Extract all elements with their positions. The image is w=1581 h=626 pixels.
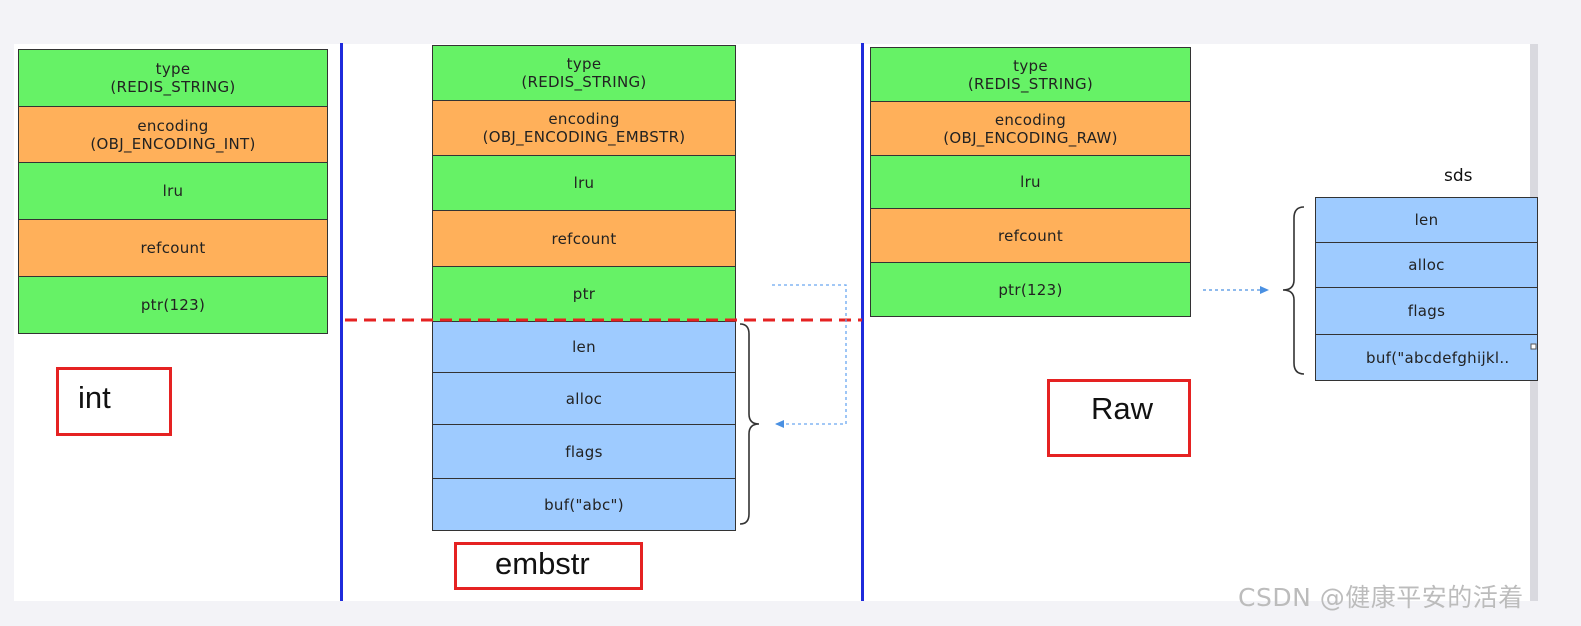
embstr-ptr-arrow: [772, 284, 847, 428]
selection-handle[interactable]: [1530, 343, 1537, 350]
int-label-box: int: [56, 367, 172, 436]
sds-flags-cell: flags: [1315, 287, 1538, 335]
raw-encoding-cell: encoding (OBJ_ENCODING_RAW): [870, 101, 1191, 156]
embstr-buf-cell: buf("abc"): [432, 478, 736, 531]
embstr-flags-cell: flags: [432, 424, 736, 479]
sds-len-cell: len: [1315, 197, 1538, 243]
sds-title: sds: [1444, 166, 1473, 186]
embstr-label-box: embstr: [454, 542, 643, 590]
embstr-label: embstr: [495, 546, 590, 581]
embstr-alloc-cell: alloc: [432, 372, 736, 425]
raw-refcount-cell: refcount: [870, 208, 1191, 263]
raw-type-cell: type (REDIS_STRING): [870, 47, 1191, 102]
sds-buf-cell: buf("abcdefghijkl..: [1315, 334, 1538, 381]
embstr-type-cell: type (REDIS_STRING): [432, 45, 736, 101]
raw-label-box: Raw: [1047, 379, 1191, 457]
sds-brace: [1282, 206, 1305, 375]
embstr-len-cell: len: [432, 321, 736, 373]
raw-ptr-cell: ptr(123): [870, 262, 1191, 317]
int-ptr-cell: ptr(123): [18, 276, 328, 334]
int-label: int: [78, 380, 111, 415]
csdn-watermark: CSDN @健康平安的活着: [1238, 583, 1524, 612]
raw-lru-cell: lru: [870, 155, 1191, 209]
raw-label: Raw: [1091, 391, 1154, 426]
embstr-ptr-cell: ptr: [432, 266, 736, 322]
divider-left: [340, 43, 343, 601]
int-refcount-cell: refcount: [18, 219, 328, 277]
embstr-refcount-cell: refcount: [432, 210, 736, 267]
int-encoding-cell: encoding (OBJ_ENCODING_INT): [18, 106, 328, 163]
int-type-cell: type (REDIS_STRING): [18, 49, 328, 107]
divider-right: [861, 43, 864, 601]
embstr-brace: [739, 323, 760, 525]
